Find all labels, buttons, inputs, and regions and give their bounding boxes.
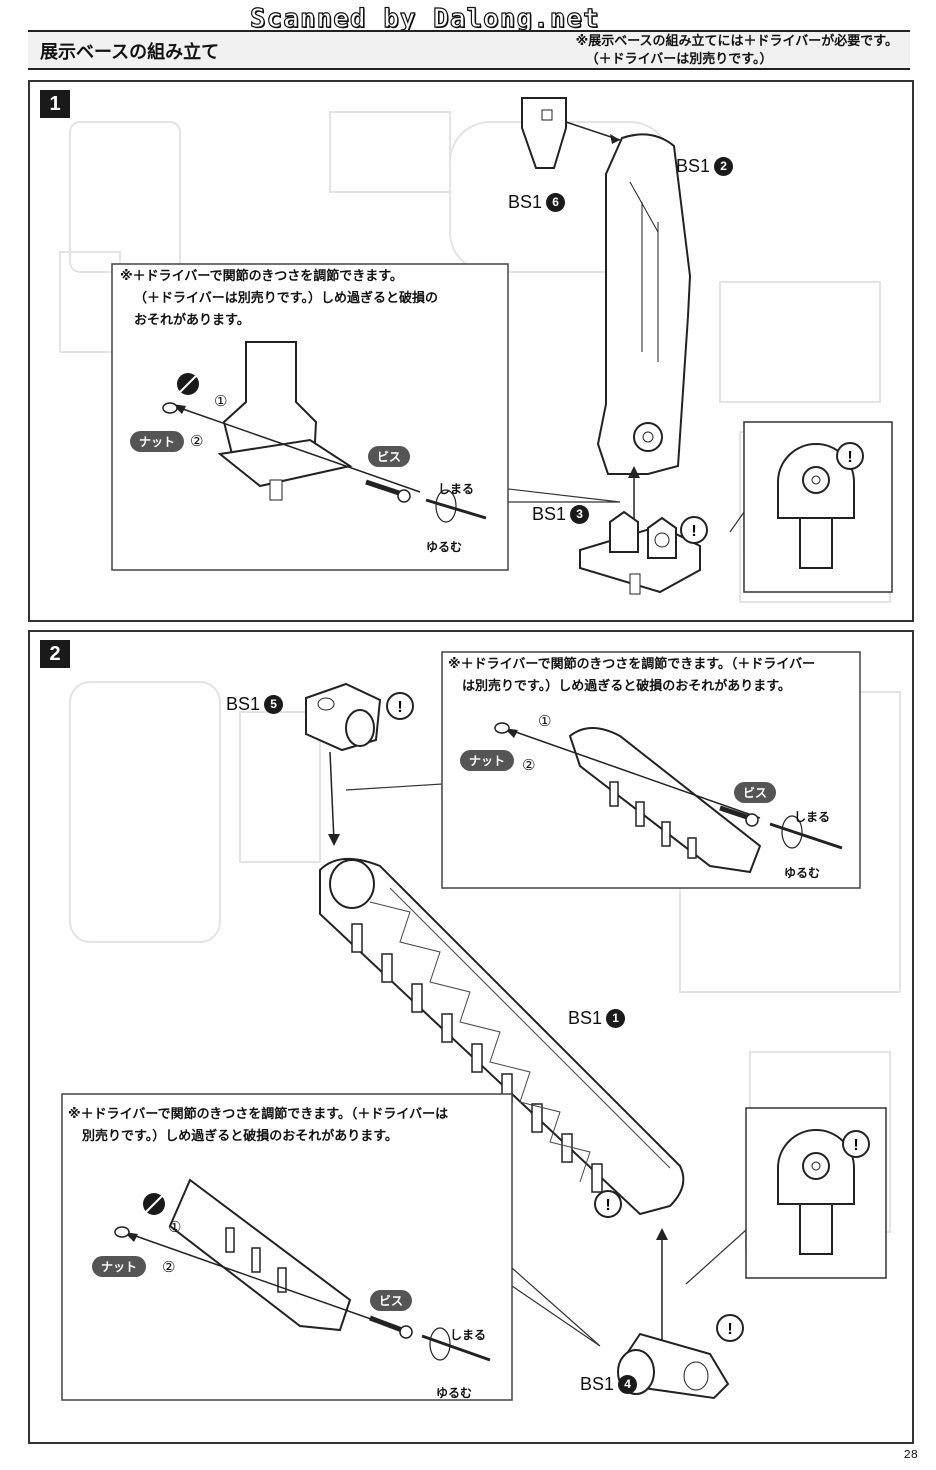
part-code: BS1: [532, 504, 567, 524]
step-1-callout-text: ※＋ドライバーで関節のきつさを調節できます。 （＋ドライバーは別売りです。）しめ…: [120, 266, 438, 332]
order-2-marker: ②: [162, 1258, 176, 1276]
part-number: 5: [264, 695, 284, 714]
section-title: 展示ベースの組み立て: [40, 42, 220, 63]
loosen-label: ゆるむ: [436, 1386, 473, 1400]
screw-label: ビス: [734, 782, 777, 803]
header-note: ※展示ベースの組み立てには＋ドライバーが必要です。 （＋ドライバーは別売りです。…: [576, 33, 898, 69]
part-number: 4: [618, 1375, 638, 1394]
nut-label: ナット: [92, 1256, 147, 1277]
section-header: 展示ベースの組み立て ※展示ベースの組み立てには＋ドライバーが必要です。 （＋ド…: [28, 30, 910, 70]
part-label-bs1-6: BS1 6: [508, 192, 566, 213]
step-2-callout-top-text: ※＋ドライバーで関節のきつさを調節できます。（＋ドライバー は別売りです。）しめ…: [448, 654, 815, 698]
order-2-marker: ②: [190, 432, 204, 450]
part-number: 3: [570, 505, 590, 524]
part-code: BS1: [508, 192, 543, 212]
svg-text:!: !: [691, 523, 696, 540]
tighten-label: しまる: [438, 482, 475, 496]
order-1-marker: ①: [538, 712, 552, 730]
screw-label: ビス: [368, 446, 411, 467]
callout-line: ※＋ドライバーで関節のきつさを調節できます。: [120, 269, 403, 284]
svg-text:!: !: [397, 699, 402, 716]
screw-label: ビス: [370, 1290, 413, 1311]
callout-line: は別売りです。）しめ過ぎると破損のおそれがあります。: [462, 679, 791, 694]
nut-label: ナット: [130, 431, 185, 452]
step-2-illustration: ! ! ! !: [61, 651, 901, 1401]
loosen-label: ゆるむ: [784, 866, 821, 880]
page-number: 28: [903, 1448, 918, 1462]
callout-line: 別売りです。）しめ過ぎると破損のおそれがあります。: [82, 1129, 398, 1144]
order-2-marker: ②: [522, 756, 536, 774]
step-1-panel: ! ! 1 ※＋ドライバーで関節のきつさを調節できます。 （＋ドライバーは別売り…: [28, 80, 914, 622]
part-label-bs1-5: BS1 5: [226, 694, 284, 715]
svg-text:!: !: [847, 449, 852, 466]
tighten-label: しまる: [450, 1328, 487, 1342]
part-code: BS1: [676, 156, 711, 176]
scan-watermark: Scanned by Dalong.net: [249, 3, 600, 34]
order-1-marker: ①: [214, 392, 228, 410]
part-label-bs1-2: BS1 2: [676, 156, 734, 177]
part-number: 6: [546, 193, 566, 212]
part-label-bs1-1: BS1 1: [568, 1008, 626, 1029]
header-note-line2: （＋ドライバーは別売りです。）: [585, 52, 773, 67]
part-number: 1: [606, 1009, 626, 1028]
tighten-label: しまる: [794, 810, 831, 824]
step-2-badge: 2: [40, 640, 70, 668]
part-code: BS1: [226, 694, 261, 714]
header-note-line1: ※展示ベースの組み立てには＋ドライバーが必要です。: [575, 34, 898, 49]
callout-line: （＋ドライバーは別売りです。）しめ過ぎると破損の: [134, 291, 438, 306]
order-1-marker: ①: [168, 1218, 182, 1236]
callout-line: ※＋ドライバーで関節のきつさを調節できます。（＋ドライバー: [448, 657, 816, 672]
nut-label: ナット: [460, 750, 515, 771]
step-2-callout-bottom-text: ※＋ドライバーで関節のきつさを調節できます。（＋ドライバーは 別売りです。）しめ…: [68, 1104, 448, 1148]
svg-text:!: !: [605, 1197, 610, 1214]
svg-text:!: !: [853, 1137, 858, 1154]
loosen-label: ゆるむ: [426, 540, 463, 554]
part-label-bs1-3: BS1 3: [532, 504, 590, 525]
svg-text:!: !: [727, 1321, 732, 1338]
part-code: BS1: [568, 1008, 603, 1028]
step-1-illustration: ! !: [59, 97, 893, 603]
callout-line: ※＋ドライバーで関節のきつさを調節できます。（＋ドライバーは: [68, 1107, 449, 1122]
callout-line: おそれがあります。: [134, 313, 250, 328]
step-1-badge: 1: [40, 90, 70, 118]
part-label-bs1-4: BS1 4: [580, 1374, 638, 1395]
part-code: BS1: [580, 1374, 615, 1394]
step-2-panel: ! ! ! ! 2 ※＋ドライバーで関節のきつさを調節できます。（＋ドライバー …: [28, 630, 914, 1444]
caution-icon: !: [680, 516, 708, 544]
part-number: 2: [714, 157, 734, 176]
